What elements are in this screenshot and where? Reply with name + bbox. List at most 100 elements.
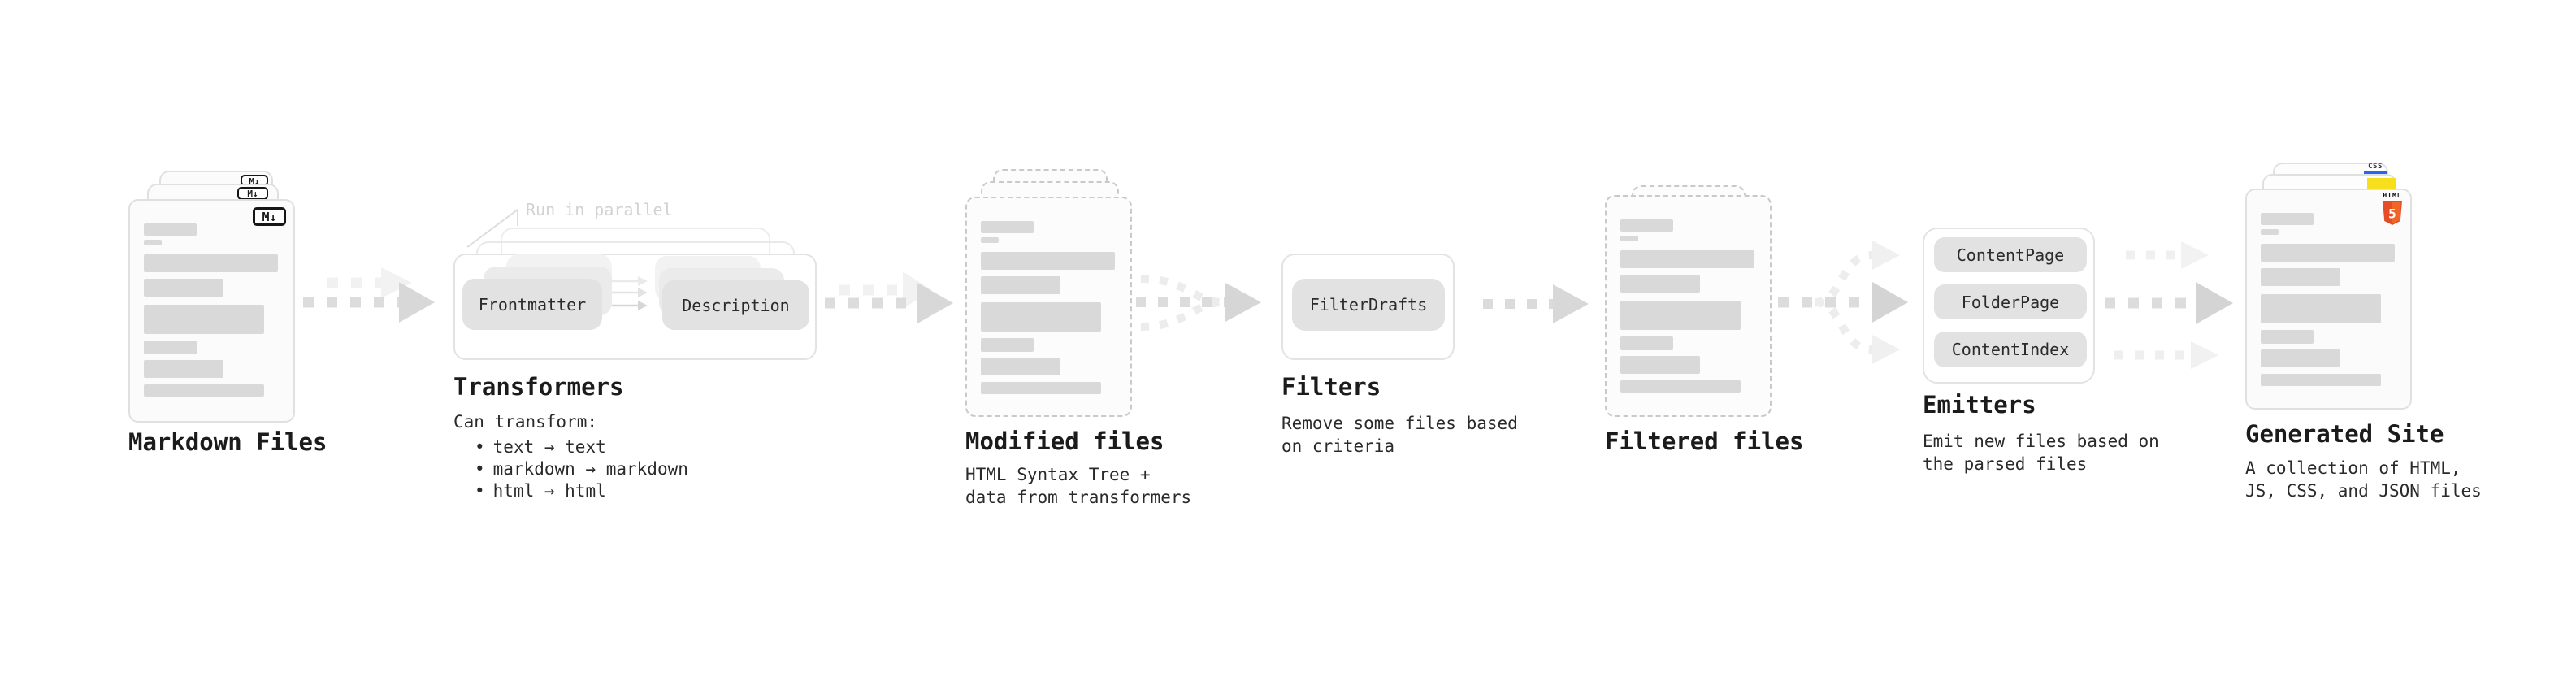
- fan-out-curve: [1815, 251, 1873, 306]
- arrow-transformers-to-modified: [825, 271, 953, 323]
- placeholder-line: [144, 360, 223, 378]
- bullet-item: html → html: [475, 480, 688, 502]
- desc-line: JS, CSS, and JSON files: [2245, 481, 2482, 501]
- markdown-icon: M↓: [237, 187, 268, 200]
- arrowhead: [1225, 283, 1261, 322]
- placeholder-line: [144, 254, 278, 272]
- placeholder-line: [144, 240, 162, 245]
- annotation-connector-line: [466, 208, 518, 248]
- markdown-file-card-front: [128, 199, 295, 423]
- shield-right: [2392, 202, 2401, 224]
- shield-number: 5: [2388, 206, 2396, 222]
- placeholder-line: [981, 237, 999, 243]
- placeholder-line: [981, 338, 1034, 352]
- doc-placeholder-lines: [144, 223, 280, 397]
- arrow-emitters-to-generated: [2105, 241, 2233, 369]
- arrowhead: [1872, 335, 1900, 364]
- bullet-item: text → text: [475, 436, 688, 458]
- placeholder-line: [2261, 330, 2314, 344]
- transformers-bullet-list: text → text markdown → markdown html → h…: [475, 436, 688, 502]
- arrowhead: [638, 288, 648, 297]
- generated-site-title: Generated Site: [2245, 420, 2444, 448]
- placeholder-line: [981, 252, 1115, 270]
- arrowhead: [381, 267, 412, 298]
- placeholder-line: [981, 302, 1101, 332]
- connector-polyline: [466, 208, 518, 248]
- modified-files-desc: HTML Syntax Tree + data from transformer…: [965, 463, 1191, 509]
- placeholder-line: [1620, 219, 1673, 232]
- step-arrows: [612, 276, 648, 310]
- folderpage-chip: FolderPage: [1934, 284, 2087, 319]
- arrowhead: [399, 282, 435, 323]
- placeholder-line: [2261, 374, 2381, 386]
- html5-icon: HTML 5: [2381, 192, 2404, 225]
- desc-line: HTML Syntax Tree +: [965, 465, 1151, 484]
- fan-out-curve: [1815, 298, 1873, 354]
- css-icon: CSS: [2363, 163, 2387, 174]
- desc-line: Emit new files based on: [1923, 432, 2159, 451]
- filters-desc: Remove some files based on criteria: [1281, 412, 1518, 458]
- contentpage-chip: ContentPage: [1934, 237, 2087, 272]
- placeholder-line: [2261, 349, 2340, 367]
- arrowhead: [638, 276, 648, 286]
- arrow-filters-to-filtered: [1483, 284, 1589, 323]
- arrowhead: [2181, 241, 2209, 269]
- desc-line: Remove some files based: [1281, 414, 1518, 433]
- markdown-icon-glyph: M↓: [247, 189, 258, 199]
- filterdrafts-chip: FilterDrafts: [1292, 279, 1445, 331]
- html5-icon-text: HTML: [2383, 192, 2402, 199]
- placeholder-line: [144, 305, 264, 334]
- placeholder-line: [144, 279, 223, 297]
- modified-files-title: Modified files: [965, 427, 1164, 455]
- description-chip: Description: [662, 280, 809, 330]
- markdown-icon-glyph: M↓: [262, 209, 277, 224]
- transformers-desc-heading: Can transform:: [453, 412, 598, 432]
- desc-line: the parsed files: [1923, 454, 2088, 474]
- markdown-files-title: Markdown Files: [128, 428, 327, 456]
- placeholder-line: [981, 382, 1101, 394]
- desc-line: on criteria: [1281, 436, 1395, 456]
- modified-file-card-front: [965, 197, 1132, 417]
- arrowhead: [917, 283, 953, 323]
- doc-placeholder-lines: [2261, 213, 2396, 386]
- placeholder-line: [2261, 244, 2395, 262]
- doc-placeholder-lines: [981, 221, 1117, 394]
- markdown-icon: M↓: [253, 207, 286, 226]
- placeholder-line: [1620, 380, 1741, 393]
- bullet-item: markdown → markdown: [475, 458, 688, 480]
- transformers-title: Transformers: [453, 373, 624, 401]
- frontmatter-chip: Frontmatter: [462, 279, 602, 330]
- placeholder-line: [981, 358, 1060, 375]
- placeholder-line: [2261, 268, 2340, 286]
- filters-title: Filters: [1281, 373, 1381, 401]
- css-icon-text: CSS: [2368, 163, 2383, 171]
- arrowhead: [638, 301, 648, 310]
- placeholder-line: [981, 221, 1034, 233]
- placeholder-line: [1620, 356, 1700, 374]
- placeholder-line: [1620, 275, 1700, 293]
- arrowhead: [2196, 282, 2233, 324]
- placeholder-line: [981, 276, 1060, 294]
- arrow-filtered-to-emitters: [1778, 241, 1908, 364]
- arrow-markdown-to-transformers: [303, 267, 435, 323]
- placeholder-line: [1620, 336, 1673, 350]
- js-icon: [2367, 178, 2396, 189]
- doc-placeholder-lines: [1620, 219, 1756, 393]
- placeholder-line: [1620, 250, 1754, 268]
- desc-line: data from transformers: [965, 488, 1192, 507]
- placeholder-line: [1620, 236, 1638, 241]
- arrowhead: [1553, 284, 1589, 323]
- filtered-files-title: Filtered files: [1605, 427, 1804, 455]
- arrowhead: [1872, 241, 1900, 270]
- placeholder-line: [2261, 294, 2381, 323]
- fan-in-curve: [1140, 298, 1223, 331]
- arrow-modified-to-filters: [1136, 275, 1261, 331]
- generated-file-card-html: [2245, 189, 2412, 410]
- placeholder-line: [2261, 229, 2279, 235]
- desc-line: A collection of HTML,: [2245, 458, 2461, 478]
- generated-site-desc: A collection of HTML, JS, CSS, and JSON …: [2245, 457, 2482, 502]
- filtered-file-card-front: [1605, 195, 1772, 417]
- placeholder-line: [144, 384, 264, 397]
- markdown-icon-glyph: M↓: [249, 176, 260, 186]
